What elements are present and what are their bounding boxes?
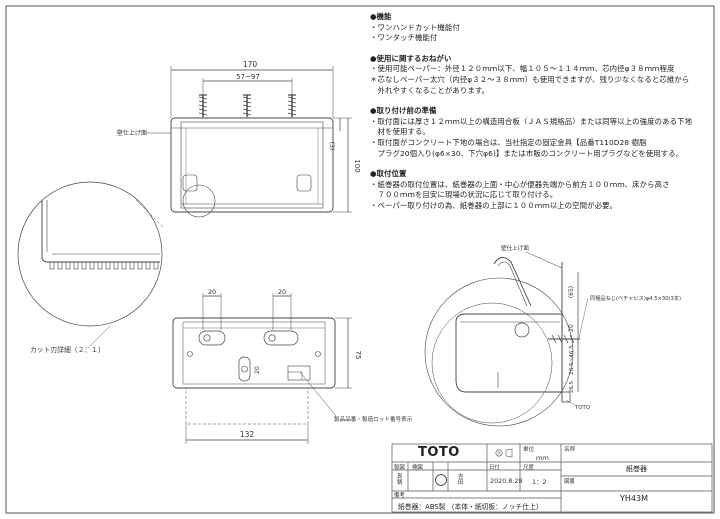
screw-note: 同梱品ねじ(ベチャビス)φ4.5×30(3本) [590, 294, 681, 302]
notes-position-heading: ●取付位置 [370, 169, 407, 179]
title-scale-label: 尺度 [523, 465, 534, 471]
side-wall-label: 壁仕上げ面 [501, 244, 529, 252]
title-approver-a: 真 鍋 [397, 474, 403, 486]
dim-side-26: 26.5 [569, 381, 575, 393]
notes-line: 材を使用する。 [370, 127, 430, 137]
notes-line: ・紙巻器の取付位置は、紙巻器の上面・中心が便器先端から前方１００ｍｍ、床から高さ [370, 179, 670, 189]
dim-bottom-width: 132 [240, 430, 255, 439]
notes-line: ・取付面には厚さ１２ｍｍ以上の構造用合板（ＪＡＳ規格品）または同等以上の強度のあ… [370, 116, 693, 126]
title-figure-label: 図番 [564, 479, 575, 485]
title-figure-value: YH43M [620, 494, 648, 503]
title-check-label: 検図 [412, 465, 423, 471]
screw-middle [242, 94, 252, 117]
notes-usage-heading: ●使用に関するおねがい [370, 53, 452, 63]
side-view: 壁仕上げ面 TOTO 同梱品ねじ(ベチャビス)φ4.5×30(3本) (65) … [424, 244, 681, 427]
notes-panel: ●機能 ・ワンハンドカット機能付 ・ワンタッチ機能付 ●使用に関するおねがい ・… [370, 12, 715, 222]
notes-prep: ●取り付け前の準備 ・取付面には厚さ１２ｍｍ以上の構造用合板（ＪＡＳ規格品）また… [370, 106, 715, 159]
dim-bottom-small: 20 [254, 366, 261, 374]
notes-features-heading: ●機能 [370, 12, 392, 21]
title-unit-value: ｍｍ [536, 454, 549, 462]
notes-line: ・ワンタッチ機能付 [370, 33, 438, 43]
sheet-border [5, 5, 715, 514]
dim-bottom-right: 20 [278, 288, 286, 296]
title-name-label: 名称 [564, 447, 576, 453]
notes-usage: ●使用に関するおねがい ・使用可能ペーパー：外径１２０ｍｍ以下、幅１０５～１１４… [370, 54, 715, 96]
title-drawing-label: 製図 [394, 465, 405, 471]
notes-line: プラグ20個入り(φ6×30、下穴φ6)】または市販のコンクリート用プラグなどを… [370, 148, 684, 158]
product-note: 製品品番・製造ロット番号表示 [334, 415, 413, 423]
screw-left [198, 94, 208, 117]
cut-blade-teeth [49, 261, 159, 270]
screw-right [287, 94, 297, 117]
title-remarks-value: 紙巻器：ABS製 （本体・紙切板：ノッチ仕上） [398, 503, 543, 511]
notes-line: 外れやすくなることがあります。 [370, 85, 490, 95]
bottom-view: 20 20 20 75 132 [172, 288, 413, 444]
projection-symbol-icon [495, 449, 503, 457]
title-approver-b: 吉 田 [458, 474, 464, 486]
title-date-value: 2020.8.28 [490, 477, 523, 485]
front-wall-label: 壁仕上げ面 [117, 129, 147, 137]
dim-side-range: 26.5~46.5 [569, 345, 575, 375]
cut-blade-detail: カット刃詳細（２：１） [17, 181, 165, 354]
detail-callout-circle [182, 184, 216, 218]
dim-bottom-left: 20 [208, 288, 216, 296]
notes-line: ＊芯なしペーパー太穴（内径φ３２～３８ｍｍ）も使用できますが、残り少なくなると芯… [370, 74, 690, 84]
dim-front-span: 57~97 [236, 73, 260, 81]
dim-front-height: 100 [353, 159, 361, 172]
title-remarks-label: 備考 [394, 493, 405, 499]
title-name-value: 紙巻器 [626, 465, 647, 473]
notes-line: ・取付面がコンクリート下地の場合は、当社指定の固定金具【品番T110D28 樹脂 [370, 137, 647, 147]
side-brand-label: TOTO [574, 405, 590, 411]
notes-line: ・ワンハンドカット機能付 [370, 22, 460, 32]
dim-bottom-height: 75 [354, 351, 362, 360]
title-brand-logo: TOTO [418, 445, 460, 460]
notes-position: ●取付位置 ・紙巻器の取付位置は、紙巻器の上面・中心が便器先端から前方１００ｍｍ… [370, 169, 715, 211]
dim-side-65: (65) [568, 286, 575, 298]
dim-front-width: 170 [243, 60, 258, 69]
notes-line: ７００ｍｍを目安に現場の状況に応じて取り付ける。 [370, 190, 558, 200]
dim-front-offset: (3) [328, 142, 335, 151]
notes-features: ●機能 ・ワンハンドカット機能付 ・ワンタッチ機能付 [370, 12, 715, 44]
notes-line: ・使用可能ペーパー：外径１２０ｍｍ以下、幅１０５～１１４ｍｍ、芯内径φ３８ｍｍ程… [370, 64, 675, 74]
title-date-label: 日付 [489, 465, 500, 471]
detail-label: カット刃詳細（２：１） [30, 345, 105, 354]
notes-prep-heading: ●取り付け前の準備 [370, 106, 437, 116]
title-unit-label: 単位 [523, 447, 535, 453]
title-scale-value: 1：2 [532, 478, 547, 486]
title-approval-stamp [435, 474, 447, 486]
dim-side-20: 20 [568, 324, 575, 332]
notes-line: ・ペーパー取り付けの為、紙巻器の上部に１００ｍｍ以上の空間が必要。 [370, 200, 618, 210]
title-block [391, 443, 713, 513]
paper-roll-outline [424, 277, 574, 427]
front-view: 170 57~97 [117, 60, 361, 218]
